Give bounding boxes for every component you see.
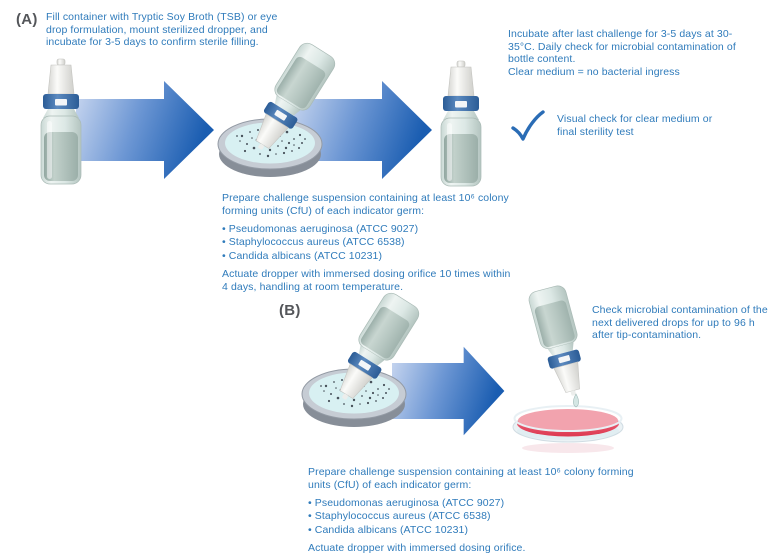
- part-b-label: (B): [279, 302, 301, 319]
- germ-item: • Staphylococcus aureus (ATCC 6538): [222, 236, 405, 249]
- part-a-actuate-text: Actuate dropper with immersed dosing ori…: [222, 268, 511, 294]
- part-a-prepare-text: Prepare challenge suspension containing …: [222, 192, 509, 217]
- part-b-prepare-text: Prepare challenge suspension containing …: [308, 466, 634, 491]
- part-b-challenge-block: Prepare challenge suspension containing …: [308, 466, 644, 554]
- part-b-check-drops-text: Check microbial contamination of the nex…: [592, 304, 768, 342]
- germ-item: • Pseudomonas aeruginosa (ATCC 9027): [222, 223, 419, 235]
- germ-item: • Pseudomonas aeruginosa (ATCC 9027): [308, 497, 505, 509]
- sealed-bottle-figure: [440, 60, 482, 187]
- part-a-clear-medium-text: Clear medium = no bacterial ingress: [508, 65, 680, 78]
- liquid-drop: [573, 393, 579, 408]
- bottle-immersed-in-dish-figure: [296, 286, 436, 451]
- part-b-actuate-text: Actuate dropper with immersed dosing ori…: [308, 542, 526, 554]
- germ-item: • Candida albicans (ATCC 10231): [222, 249, 383, 262]
- part-a-label: (A): [16, 11, 38, 28]
- part-a-germ-list: • Pseudomonas aeruginosa (ATCC 9027) • S…: [222, 223, 518, 263]
- dropping-bottle-over-petri-dish-figure: [512, 283, 624, 453]
- checkmark-icon: [511, 110, 545, 141]
- germ-item: • Candida albicans (ATCC 10231): [308, 523, 469, 536]
- bottle-immersed-in-dish-figure: [212, 36, 352, 201]
- dish-reflection: [522, 443, 614, 453]
- part-a-incubate-block: Incubate after last challenge for 3-5 da…: [508, 28, 740, 78]
- part-a-incubate-text: Incubate after last challenge for 3-5 da…: [508, 28, 736, 66]
- part-a-step1-text: Fill container with Tryptic Soy Broth (T…: [46, 11, 278, 49]
- part-b-germ-list: • Pseudomonas aeruginosa (ATCC 9027) • S…: [308, 497, 644, 537]
- part-a-challenge-block: Prepare challenge suspension containing …: [222, 192, 518, 294]
- sealed-bottle-figure: [40, 58, 82, 185]
- part-a-visual-check-text: Visual check for clear medium or final s…: [557, 113, 713, 138]
- germ-item: • Staphylococcus aureus (ATCC 6538): [308, 510, 491, 523]
- arrow-right-icon: [76, 81, 214, 179]
